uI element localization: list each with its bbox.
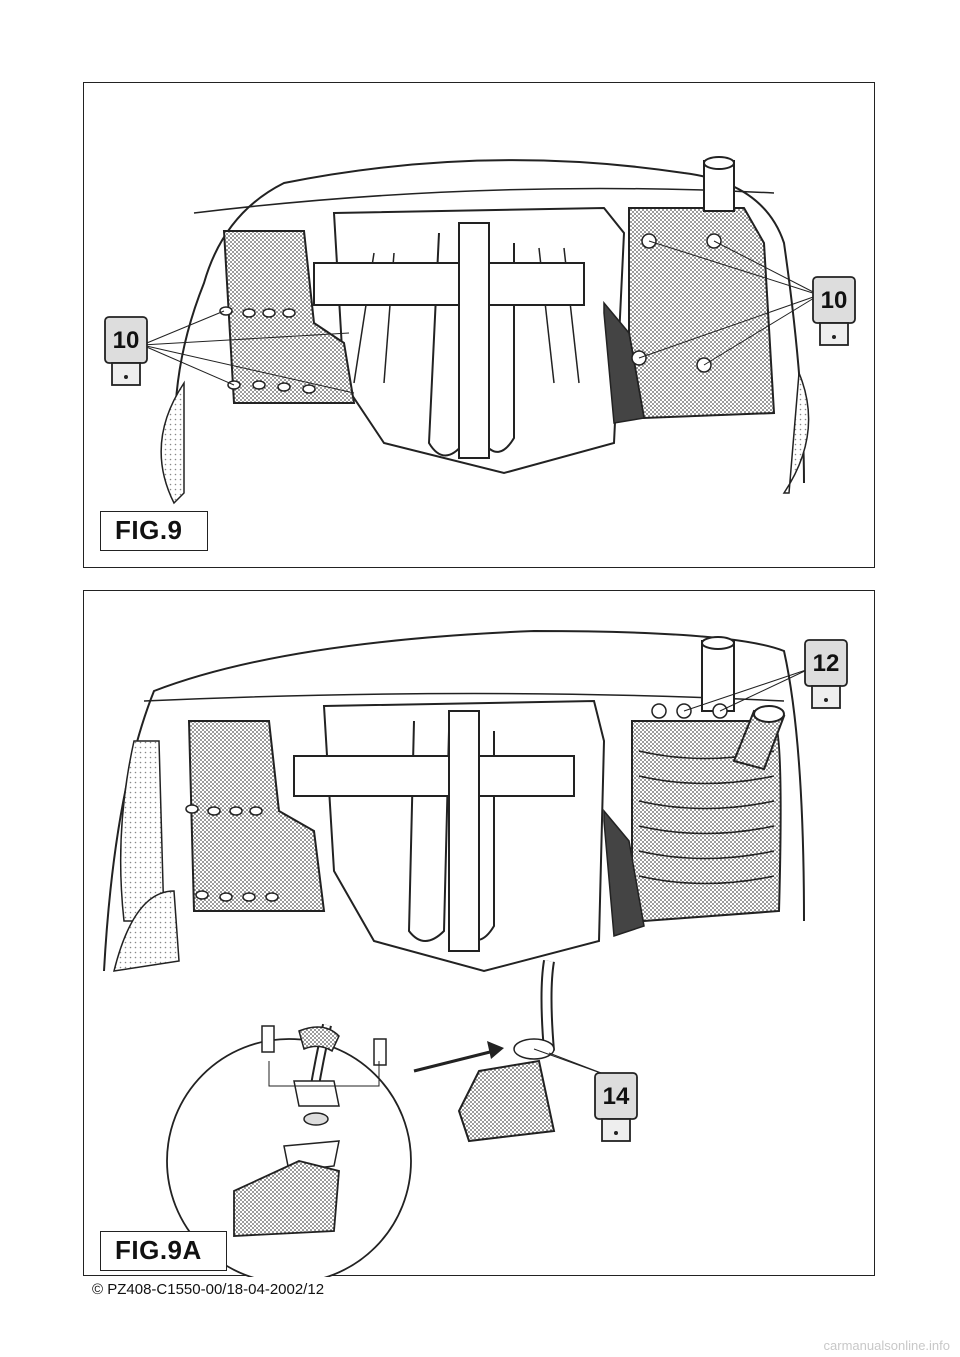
site-watermark: carmanualsonline.info (823, 1338, 950, 1353)
callout-number: 10 (820, 287, 848, 314)
callout-number: 10 (112, 327, 140, 354)
figure-9-panel: 10 10 FIG.9 (83, 82, 875, 568)
socket-wrench-icon: 10 (808, 273, 860, 351)
document-footer-reference: © PZ408-C1550-00/18-04-2002/12 (92, 1281, 325, 1298)
figure-9a-panel: 12 14 FIG.9A (83, 590, 875, 1277)
callout-number: 12 (812, 650, 840, 677)
exhaust-removal-illustration (103, 629, 810, 1277)
figure-label: FIG.9A (100, 1231, 227, 1271)
socket-wrench-icon: 12 (800, 636, 852, 714)
underbody-heat-shields-illustration (141, 156, 820, 505)
socket-wrench-icon: 10 (100, 313, 152, 391)
socket-wrench-icon: 14 (590, 1069, 642, 1147)
callout-number: 14 (602, 1083, 630, 1110)
figure-label: FIG.9 (100, 511, 208, 551)
